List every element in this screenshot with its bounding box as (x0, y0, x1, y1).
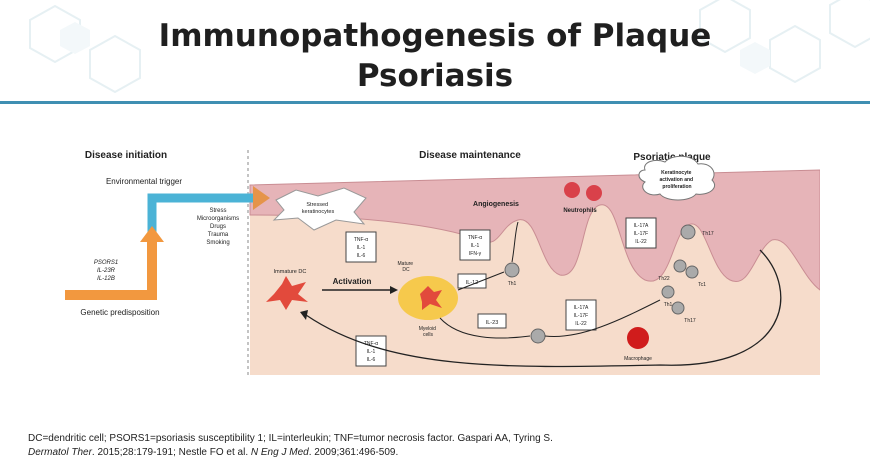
il23-box (477, 313, 507, 329)
genetic-predisposition-arrow (65, 240, 157, 300)
title-line-1: Immunopathogenesis of Plaque (158, 18, 712, 54)
psoriasis-diagram: Disease initiation Disease maintenance P… (65, 150, 820, 375)
th17-upper-label: Th17 (702, 231, 714, 237)
mature-dc-label: Mature DC (398, 261, 415, 273)
trigger-item: Microorganisms (197, 216, 239, 222)
cytokine-box-2 (459, 229, 491, 261)
trigger-list: Stress Microorganisms Drugs Trauma Smoki… (197, 208, 239, 246)
il12-label: IL-12 (466, 280, 479, 286)
cytokine-label: IL-6 (367, 357, 376, 363)
caption-line-2a: . 2015;28:179-191; Nestle FO et al. (91, 447, 251, 458)
immature-dc-cell (266, 276, 308, 310)
caption-line-2: Dermatol Ther. 2015;28:179-191; Nestle F… (28, 446, 848, 460)
caption-journal-2: N Eng J Med (250, 447, 309, 458)
caption-line-1: DC=dendritic cell; PSORS1=psoriasis susc… (28, 433, 553, 444)
cytokine-label: IL-17A (574, 305, 589, 311)
genetic-arrowhead (140, 226, 164, 242)
caption-journal-1: Dermatol Ther (28, 447, 92, 458)
macrophage-label: Macrophage (624, 356, 652, 362)
feedback-loop-arrow (305, 249, 782, 368)
neutrophils-label: Neutrophils (563, 208, 597, 214)
dc-to-th1-arrow (457, 271, 505, 291)
trigger-item: Trauma (208, 232, 229, 238)
feedback-arrowhead (300, 310, 308, 320)
section-maintenance: Disease maintenance (419, 150, 521, 161)
gene-item: IL-23R (97, 268, 116, 274)
th17-middle-cell (530, 328, 546, 344)
cytokine-box-5 (355, 335, 387, 367)
cytokine-label: IL-22 (575, 321, 587, 327)
cytokine-label: TNF-α (364, 341, 378, 347)
cytokine-label: IL-17A (634, 223, 649, 229)
th1-label: Th1 (508, 281, 517, 287)
stressed-keratinocytes-label: Stressed keratinocytes (302, 202, 335, 215)
th1-cell (504, 262, 520, 278)
neutrophil-cell (564, 182, 580, 198)
activation-label: Activation (333, 277, 372, 286)
slide-title: Immunopathogenesis of Plaque Psoriasis (0, 16, 870, 96)
cytokine-label: IL-6 (357, 253, 366, 259)
cytokine-label: IL-17F (574, 313, 588, 319)
cytokine-box-4 (565, 299, 597, 331)
hexagon-background (29, 0, 870, 94)
trigger-item: Drugs (210, 224, 226, 230)
environmental-trigger-label: Environmental trigger (106, 177, 182, 186)
myeloid-cells-label: Myeloid cells (419, 326, 438, 338)
macrophage-cell (627, 327, 649, 349)
section-initiation: Disease initiation (85, 150, 167, 161)
trigger-arrowhead (253, 186, 270, 210)
cytokine-label: IL-22 (635, 239, 647, 245)
gene-item: IL-12B (97, 276, 115, 282)
il12-box (457, 273, 487, 289)
stressed-keratinocytes-burst (272, 187, 367, 231)
gene-list: PSORS1 IL-23R IL-12B (94, 260, 118, 282)
tc1-label: Tc1 (698, 282, 706, 288)
title-divider (0, 101, 870, 104)
cytokine-label: IL-1 (367, 349, 376, 355)
angiogenesis-label: Angiogenesis (473, 201, 519, 208)
cytokine-label: IFN-γ (469, 251, 482, 257)
caption-line-2b: . 2009;361:496-509. (308, 447, 399, 458)
cytokine-label: TNF-α (354, 237, 368, 243)
th17-lower-label: Th17 (684, 318, 696, 324)
il23-label: IL-23 (486, 320, 499, 326)
th17-lower-cell (671, 301, 685, 315)
cytokine-label: IL-1 (357, 245, 366, 251)
mature-dc-nucleus (420, 286, 442, 310)
immature-dc-label: Immature DC (274, 269, 307, 275)
cytokine-label: IL-1 (471, 243, 480, 249)
citation-caption: DC=dendritic cell; PSORS1=psoriasis susc… (28, 432, 848, 460)
dc-to-th17-arrow (439, 317, 531, 339)
genetic-predisposition-label: Genetic predisposition (80, 308, 159, 317)
th17-upper-cell (680, 224, 696, 240)
tc1-cell (685, 265, 699, 279)
keratinocyte-bubble (638, 155, 716, 201)
neutrophil-cell (586, 185, 602, 201)
trigger-item: Smoking (206, 240, 229, 246)
cytokine-label: IL-17F (634, 231, 648, 237)
th22-label: Th22 (658, 276, 670, 282)
th17-to-cluster-arrow (544, 299, 661, 338)
th1-lower-cell (661, 285, 675, 299)
gene-item: PSORS1 (94, 260, 118, 266)
th1-lower-label: Th1 (664, 302, 673, 308)
trigger-item: Stress (209, 208, 226, 214)
keratinocyte-bubble-label: Keratinocyte activation and proliferatio… (659, 170, 694, 190)
th1-up-arrow (511, 221, 519, 263)
title-line-2: Psoriasis (356, 58, 514, 94)
cytokine-box-1 (345, 231, 377, 263)
activation-arrowhead (390, 286, 398, 294)
cytokine-box-3 (625, 217, 657, 249)
th22-cell (673, 259, 687, 273)
environmental-trigger-arrow (147, 193, 255, 266)
cytokine-label: TNF-α (468, 235, 482, 241)
